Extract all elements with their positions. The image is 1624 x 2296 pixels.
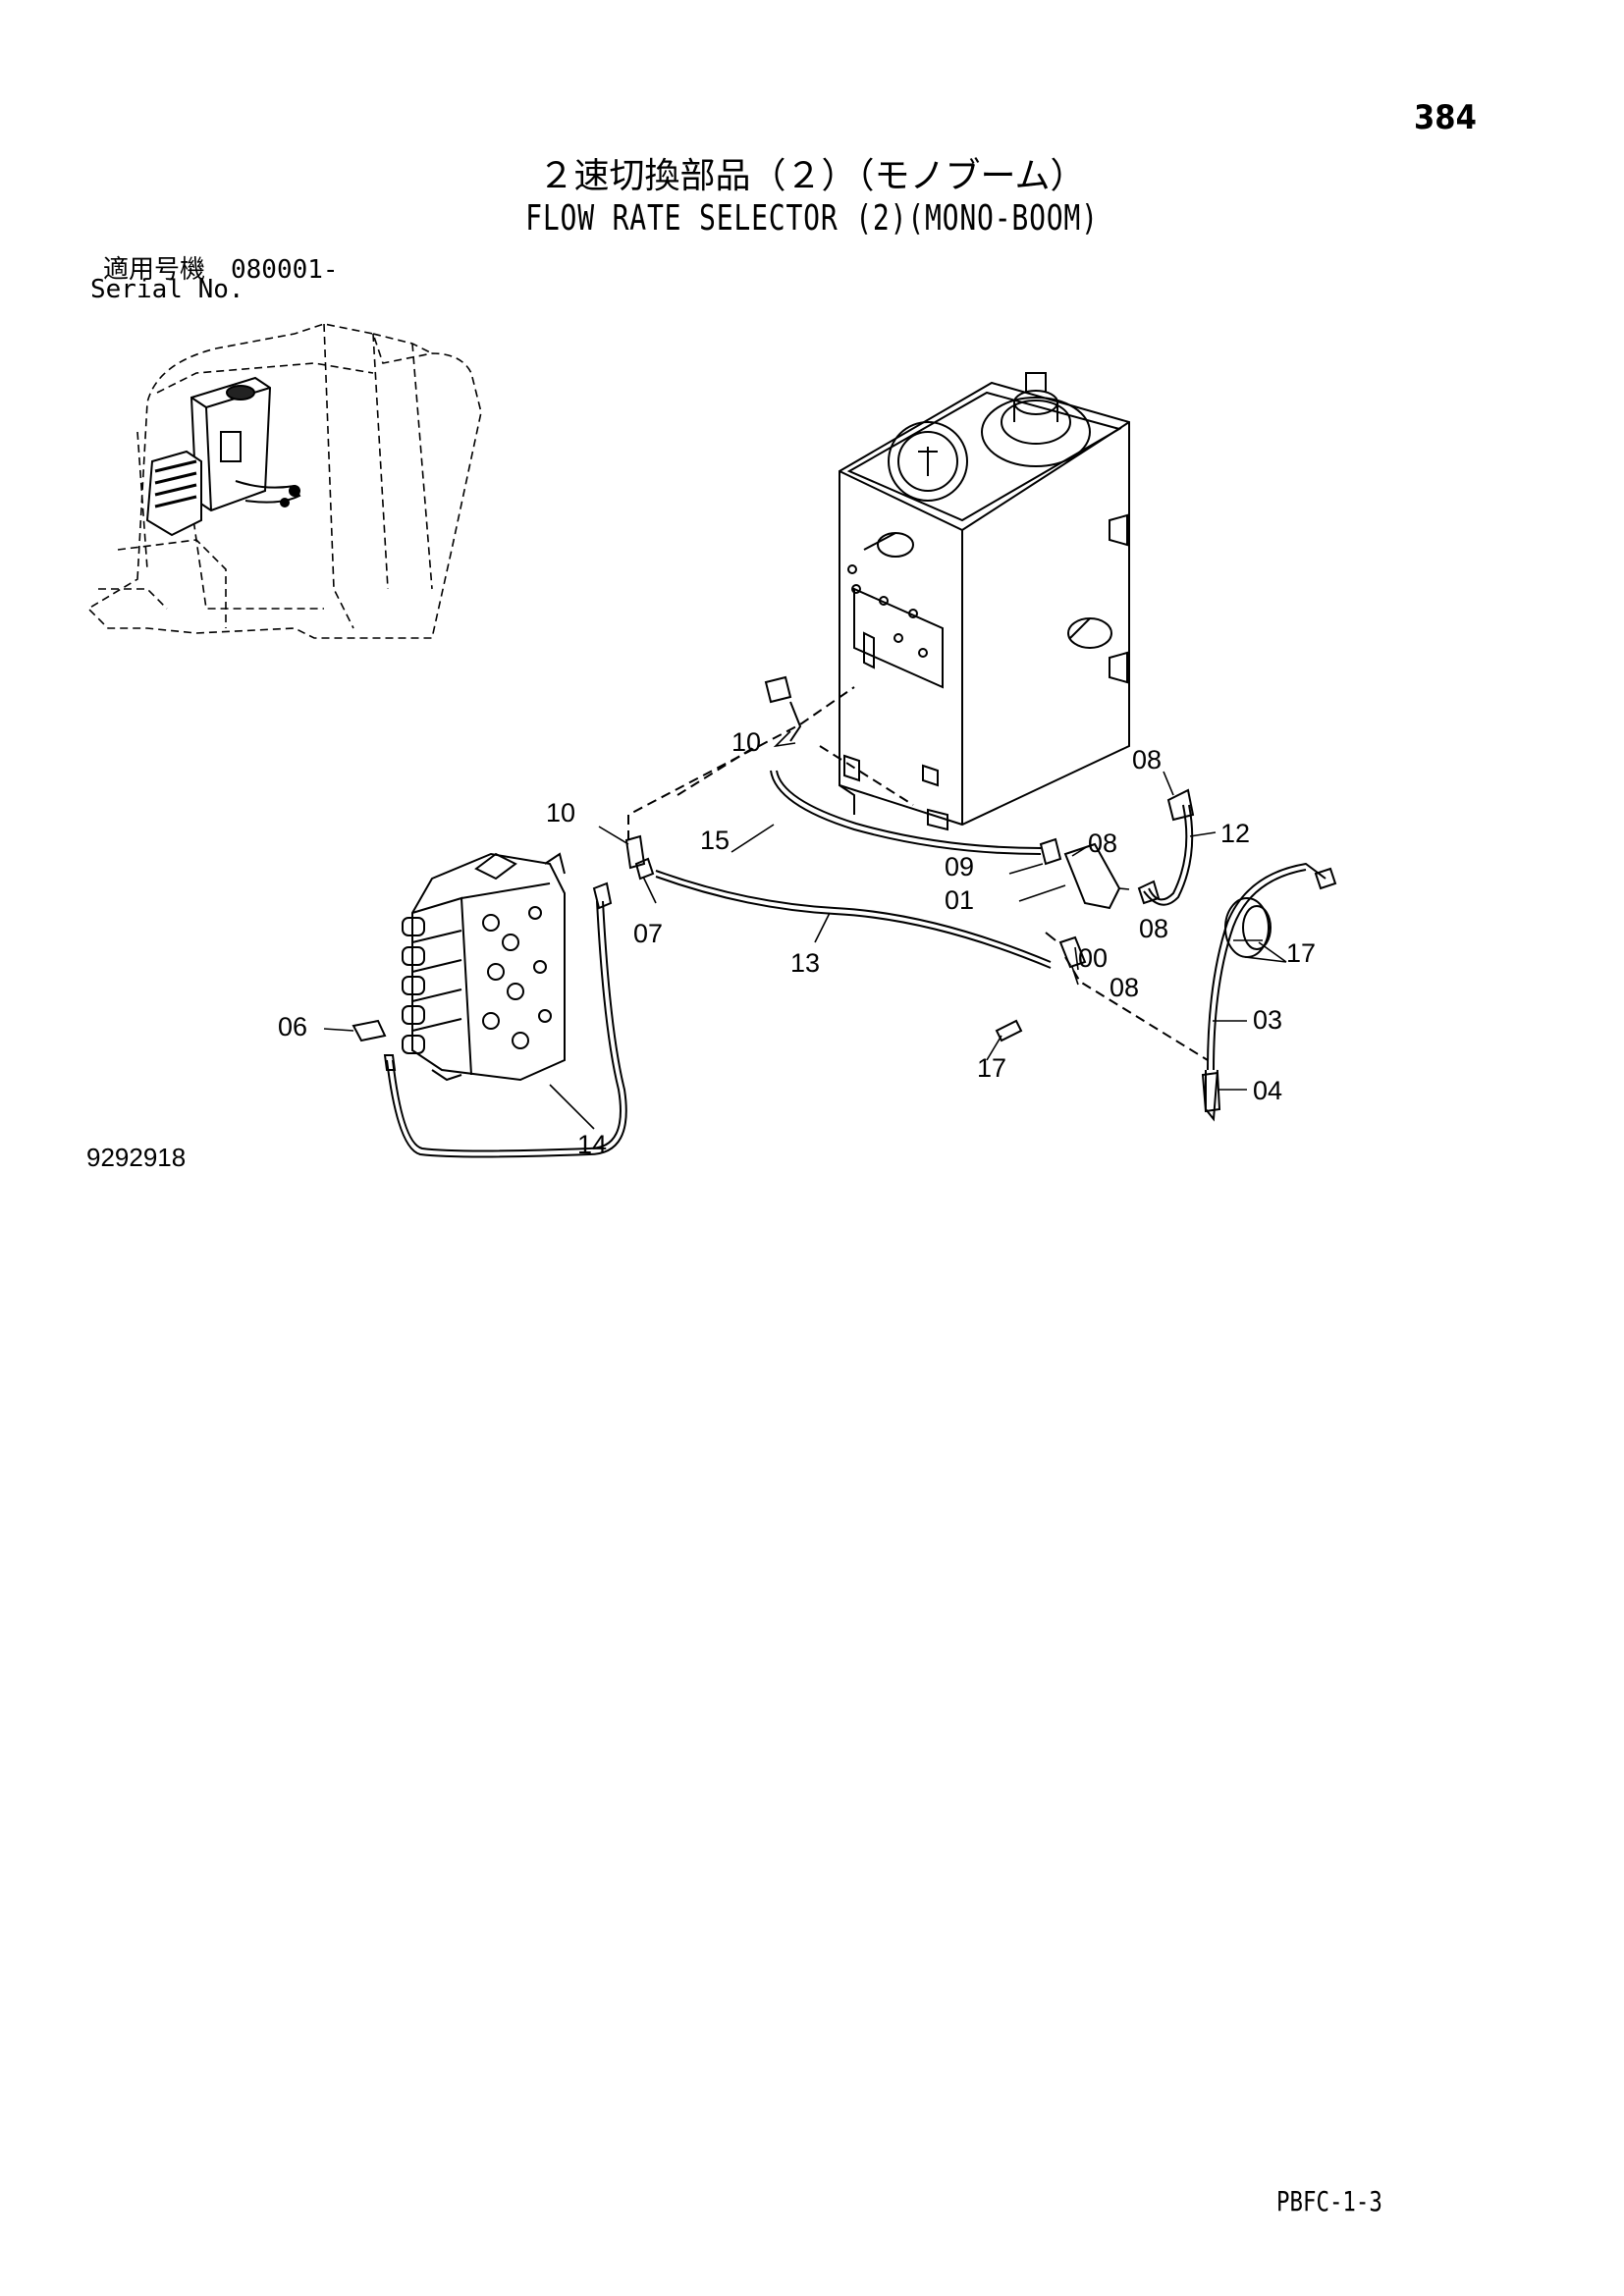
title-english: FLOW RATE SELECTOR (2)(MONO-BOOM) <box>525 198 1099 239</box>
callout-labels: 10 10 15 08 12 08 09 01 08 07 13 00 17 0… <box>278 727 1316 1159</box>
hoses <box>386 686 1326 1158</box>
callout-08-a: 08 <box>1132 745 1162 774</box>
drawing-number: 9292918 <box>86 1143 187 1172</box>
callout-08-b: 08 <box>1088 828 1117 858</box>
callout-08-d: 08 <box>1110 973 1139 1002</box>
callout-04: 04 <box>1253 1076 1282 1105</box>
callout-17-lower: 17 <box>977 1053 1006 1083</box>
callout-17-upper: 17 <box>1286 938 1316 968</box>
callout-08-c: 08 <box>1139 914 1168 943</box>
serial-label-japanese: 適用号機 080001- <box>103 255 339 285</box>
callout-14: 14 <box>577 1130 607 1159</box>
callout-13: 13 <box>790 948 820 978</box>
callout-07: 07 <box>633 919 663 948</box>
callout-01: 01 <box>945 885 974 915</box>
serial-label-english: Serial No. <box>90 275 244 304</box>
page-number: 384 <box>1414 98 1477 137</box>
callout-12: 12 <box>1220 819 1250 848</box>
inset-overview <box>86 323 482 639</box>
footer-code: PBFC-1-3 <box>1276 2185 1382 2217</box>
callout-10-upper: 10 <box>731 727 761 757</box>
control-valve <box>402 852 566 1082</box>
inset-valve-block <box>145 376 301 537</box>
callout-06: 06 <box>278 1012 307 1041</box>
callout-15: 15 <box>700 826 730 855</box>
callout-10-lower: 10 <box>546 798 575 828</box>
title-japanese: ２速切換部品（２）（モノブーム） <box>538 156 1086 196</box>
leader-lines <box>323 730 1287 1130</box>
callout-00: 00 <box>1078 943 1108 973</box>
callout-09: 09 <box>945 852 974 881</box>
fittings <box>352 675 1337 1113</box>
hydraulic-tank <box>839 372 1130 831</box>
callout-03: 03 <box>1253 1005 1282 1035</box>
